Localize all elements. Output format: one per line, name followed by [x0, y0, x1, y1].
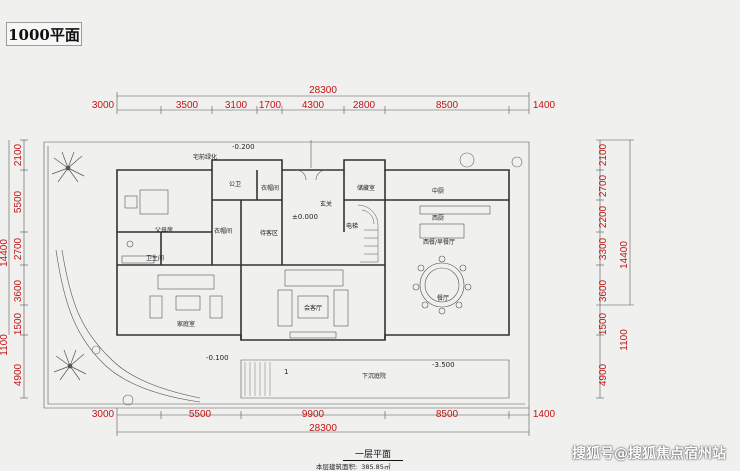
- room-label-family: 家庭室: [177, 320, 195, 328]
- top-dim: 3000: [92, 100, 115, 111]
- staircase: [357, 204, 379, 263]
- bottom-dimension-chain: 3000 5500 9900 8500 1400 28300: [92, 408, 556, 436]
- room-label-waiting: 待客区: [260, 229, 278, 237]
- plan-title: 1000平面: [6, 22, 82, 46]
- top-dim: 2800: [353, 100, 376, 111]
- left-dim: 4900: [13, 363, 24, 386]
- room-label-elevator: 电梯: [346, 222, 358, 230]
- right-dim: 3300: [598, 237, 609, 260]
- bottom-dim: 5500: [189, 409, 212, 420]
- top-dim: 8500: [436, 100, 459, 111]
- area-value: 385.85㎡: [361, 463, 391, 471]
- left-dim: 2100: [13, 143, 24, 166]
- left-dim: 3600: [13, 279, 24, 302]
- left-dim: 1500: [13, 312, 24, 335]
- room-label-sunken: 下沉庭院: [362, 372, 386, 380]
- family-room-furniture: [149, 274, 223, 319]
- room-label-public-wc: 公卫: [229, 181, 241, 188]
- room-label-master: 父母房: [155, 226, 173, 234]
- shrub-icon: [91, 152, 523, 406]
- area-note: 本层建筑面积:385.85㎡: [316, 461, 436, 471]
- palm-tree-icon: [51, 151, 85, 183]
- left-dimension-chain: 2100 5500 2700 3600 1500 4900 14400 1100: [0, 139, 28, 399]
- left-dim: 5500: [13, 190, 24, 213]
- bed: [124, 189, 169, 215]
- right-extra-dim: 1100: [619, 329, 630, 351]
- top-dim: 3500: [176, 100, 199, 111]
- area-label: 本层建筑面积:: [316, 463, 358, 471]
- room-label-bath: 卫生间: [146, 254, 164, 262]
- left-extra-dim: 1100: [0, 334, 10, 356]
- level-north: -0.200: [232, 143, 255, 151]
- right-dim: 2200: [598, 205, 609, 228]
- bottom-dim: 8500: [436, 409, 459, 420]
- room-label-greening: 宅前绿化: [193, 153, 217, 161]
- right-dim: 4900: [598, 363, 609, 386]
- sunken-courtyard: [240, 359, 510, 399]
- room-label-kitchen: 中厨: [432, 187, 444, 195]
- top-dim: 1700: [259, 100, 282, 111]
- top-dim: 3100: [225, 100, 248, 111]
- right-dim: 2700: [598, 174, 609, 197]
- bottom-total-dim: 28300: [309, 423, 337, 434]
- left-dim: 2700: [13, 237, 24, 260]
- room-label-storage: 储藏室: [357, 184, 375, 192]
- living-room-furniture: [277, 269, 349, 339]
- top-total-dim: 28300: [309, 85, 337, 96]
- room-label-western: 西厨: [432, 215, 444, 222]
- right-total-dim: 14400: [619, 241, 630, 269]
- plan-caption: 一层平面: [343, 447, 403, 461]
- bottom-dim: 1400: [533, 409, 556, 420]
- bottom-dim: 3000: [92, 409, 115, 420]
- room-label-foyer: 玄关: [320, 200, 332, 208]
- left-total-dim: 14400: [0, 239, 10, 267]
- room-label-living: 会客厅: [304, 304, 322, 312]
- top-dimension-chain: 28300 3000 3500 3100 1700 4300 2800 8500…: [92, 85, 556, 114]
- level-court: -3.500: [432, 361, 455, 369]
- right-dimension-chain: 2100 2700 2200 3300 3600 1500 4900 14400…: [596, 139, 634, 399]
- top-dim: 4300: [302, 100, 325, 111]
- bottom-dim: 9900: [302, 409, 325, 420]
- watermark: 搜狐号@搜狐焦点宿州站: [572, 446, 726, 462]
- entry-door: [295, 140, 327, 181]
- building-walls: [116, 159, 510, 341]
- level-west: -0.100: [206, 354, 229, 362]
- room-label-breakfast: 西餐/早餐厅: [423, 238, 455, 246]
- room-label-cloak: 衣帽间: [261, 184, 279, 192]
- palm-tree-icon: [53, 349, 87, 381]
- top-dim: 1400: [533, 100, 556, 111]
- dining-table: [412, 255, 472, 315]
- breakfast-table: [419, 205, 491, 239]
- site-boundary: [43, 141, 530, 409]
- section-marker: 1: [284, 368, 288, 376]
- room-label-dining: 餐厅: [437, 294, 449, 302]
- right-dim: 1500: [598, 312, 609, 335]
- right-dim: 3600: [598, 279, 609, 302]
- room-label-closet: 衣帽间: [214, 227, 232, 235]
- right-dim: 2100: [598, 143, 609, 166]
- level-entry: ±0.000: [292, 213, 318, 221]
- bath-fixtures: [121, 240, 155, 264]
